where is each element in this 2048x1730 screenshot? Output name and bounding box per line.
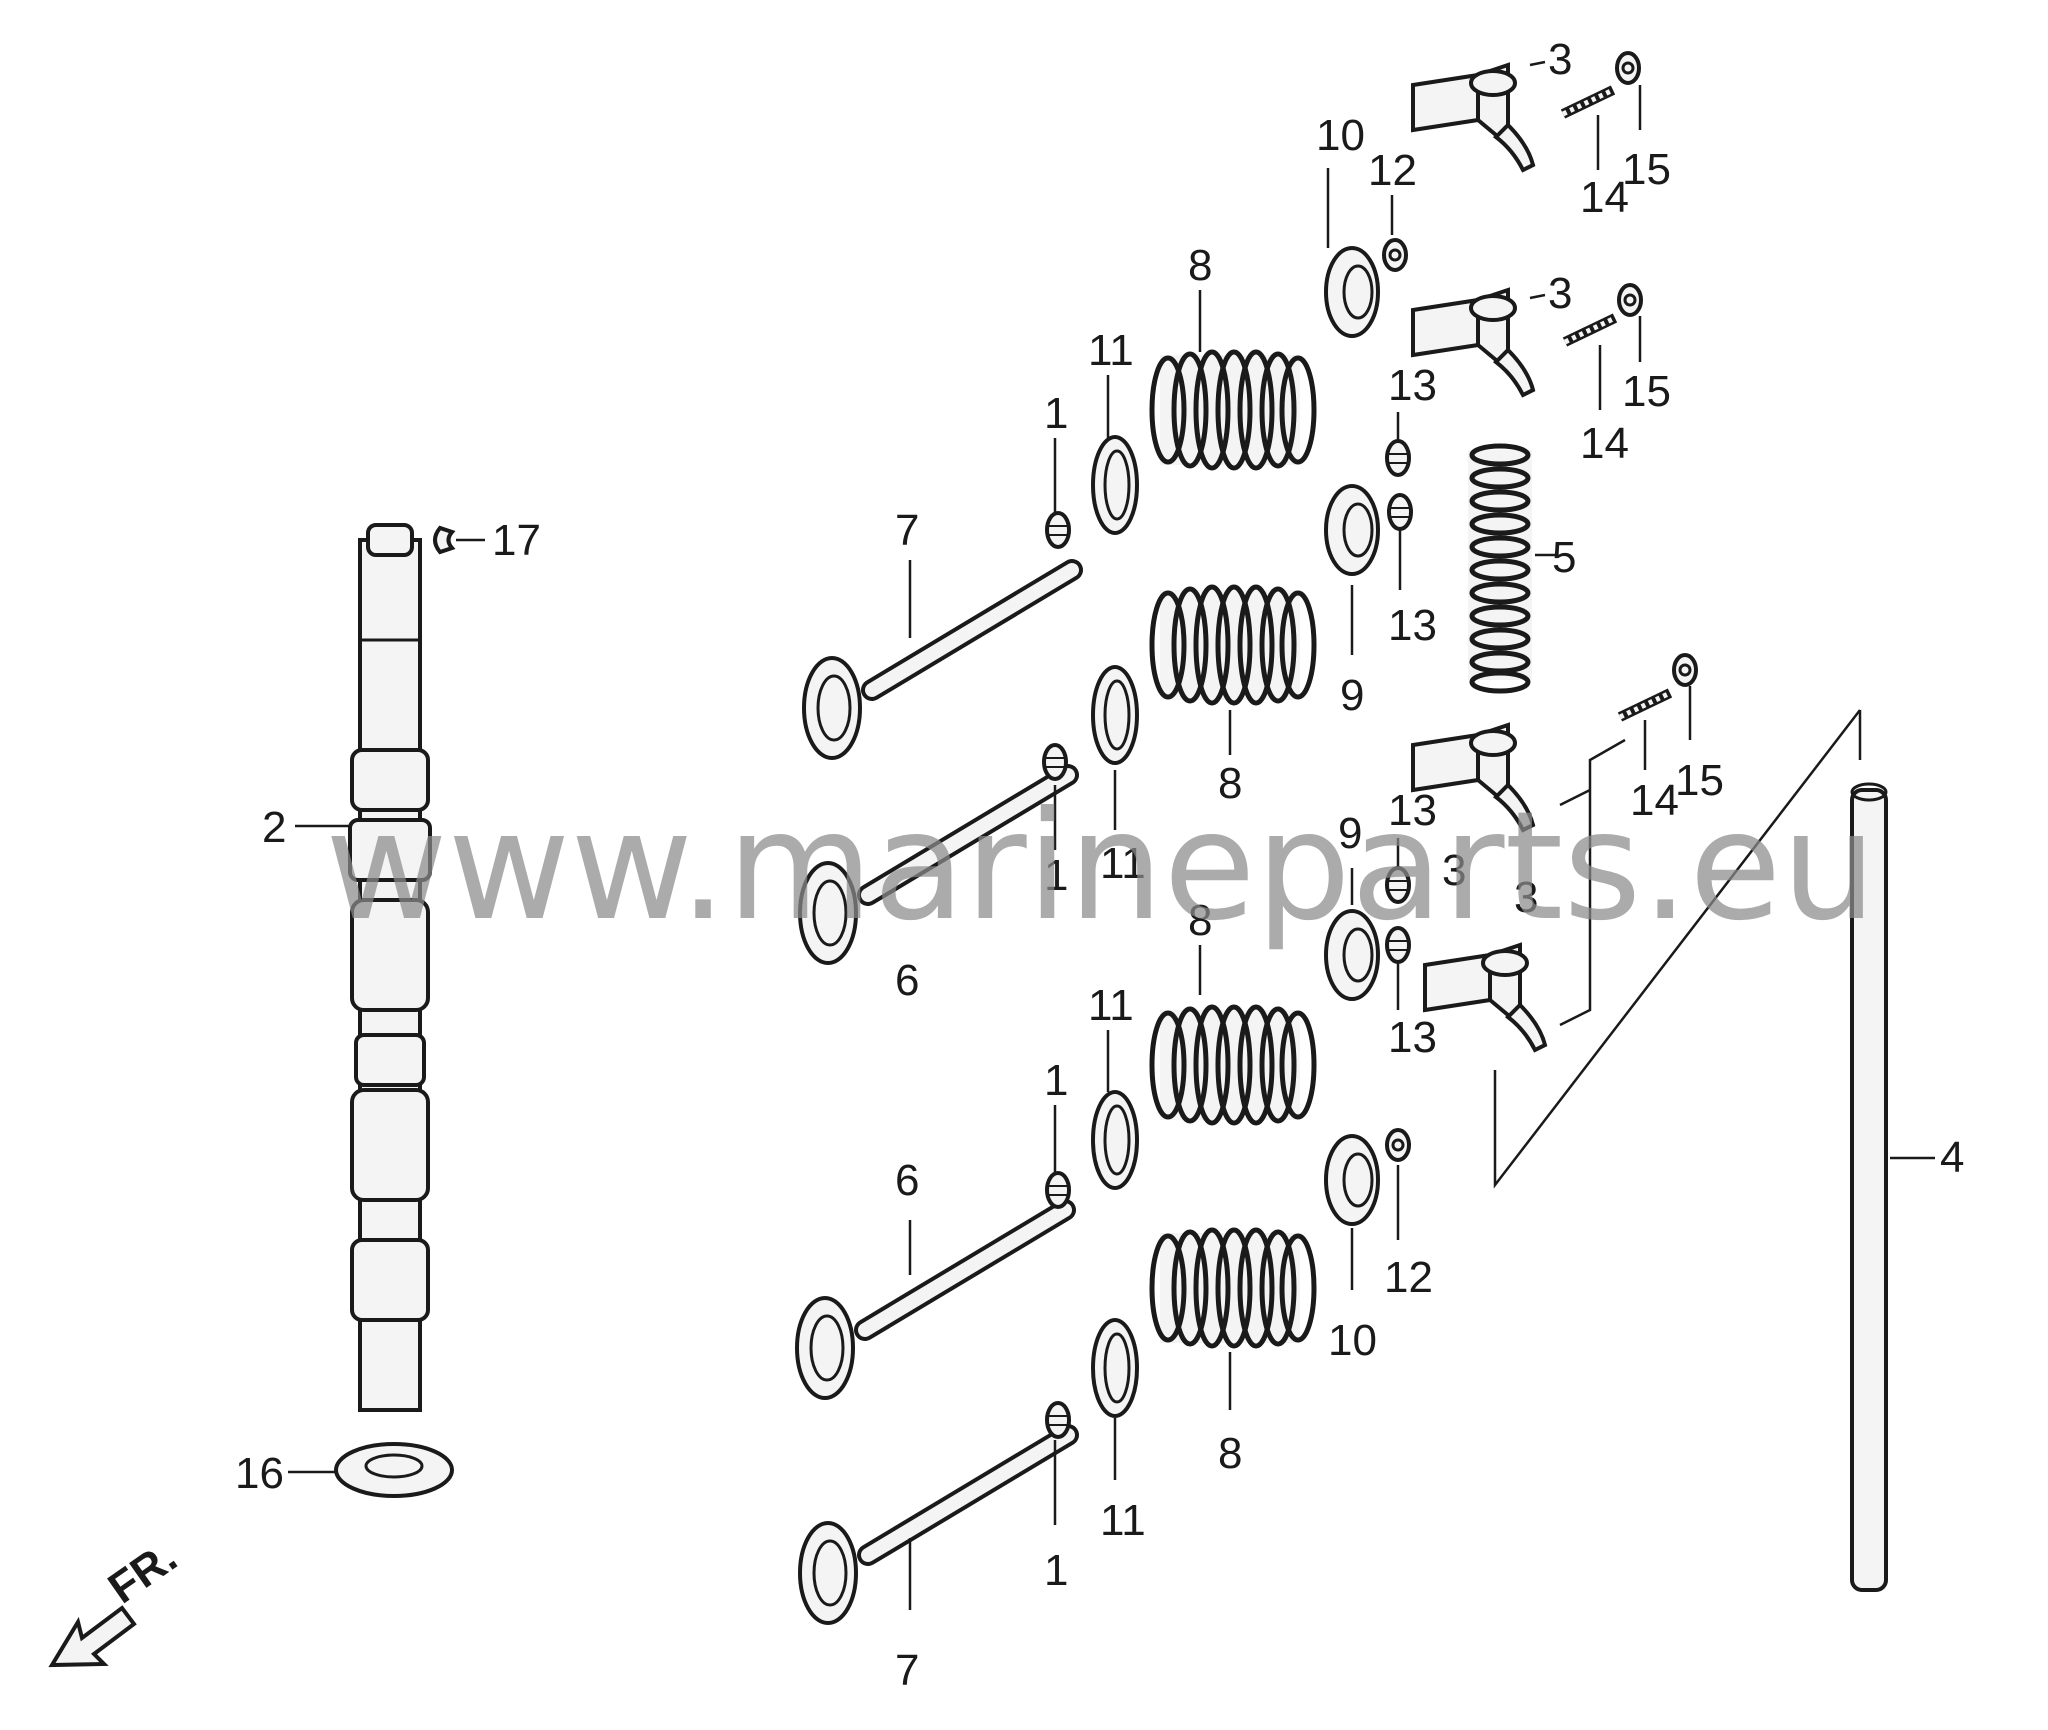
callout-8: 8 (1218, 1429, 1242, 1478)
callout-14: 14 (1580, 419, 1629, 468)
callout-12: 12 (1384, 1253, 1433, 1302)
callout-16: 16 (235, 1449, 284, 1498)
callout-2: 2 (262, 803, 286, 852)
spring-retainer-4 (1324, 1134, 1380, 1226)
lock-nut-3 (1672, 653, 1698, 687)
adjust-screw-1 (1563, 90, 1613, 114)
callout-8: 8 (1218, 759, 1242, 808)
callout-3: 3 (1514, 873, 1538, 922)
valve-seal-2 (1091, 665, 1139, 765)
callout-6: 6 (895, 1156, 919, 1205)
valve-keeper-3 (1045, 1171, 1071, 1209)
callout-8: 8 (1188, 896, 1212, 945)
valve-spring-2 (1152, 587, 1314, 703)
callout-13: 13 (1388, 601, 1437, 650)
cotter-2 (1387, 493, 1413, 531)
callout-15: 15 (1622, 145, 1671, 194)
callout-14: 14 (1580, 173, 1629, 222)
valve-keeper-1 (1045, 511, 1071, 549)
callout-9: 9 (1338, 809, 1362, 858)
callout-11: 11 (1100, 1496, 1146, 1545)
callout-11: 11 (1088, 981, 1134, 1030)
camshaft-clip (433, 525, 456, 555)
rocker-spring (1468, 443, 1532, 694)
front-direction-label: FR. (100, 1532, 186, 1613)
rocker-arm-1 (1411, 63, 1535, 172)
valve-keeper-2 (1042, 743, 1068, 781)
callout-1: 1 (1044, 851, 1068, 900)
callout-1: 1 (1044, 389, 1068, 438)
callout-17: 17 (492, 516, 541, 565)
lock-nut-2 (1617, 283, 1643, 317)
callout-14: 14 (1630, 776, 1679, 825)
callout-8: 8 (1188, 241, 1212, 290)
intake-valve-1 (804, 570, 1072, 758)
watermark: www.marineparts.eu (325, 780, 1877, 954)
callout-7: 7 (895, 506, 919, 555)
rocker-arm-4 (1423, 943, 1547, 1052)
push-rod (1850, 782, 1888, 1592)
valve-spring-1 (1152, 352, 1314, 468)
front-direction-arrow (48, 1605, 137, 1668)
valve-seal-1 (1091, 435, 1139, 535)
camshaft (348, 523, 432, 1412)
callout-15: 15 (1675, 756, 1724, 805)
callouts: 3 3 3 3 10 12 14 15 8 11 13 14 15 1 5 13… (235, 35, 1964, 1695)
cotter-1 (1385, 439, 1411, 477)
exhaust-valve-2 (797, 1210, 1065, 1398)
group-lines (1493, 709, 1862, 1189)
valve-seal-3 (1091, 1090, 1139, 1190)
callout-11: 11 (1100, 839, 1146, 888)
callout-1: 1 (1044, 1056, 1068, 1105)
adjust-screw-3 (1620, 693, 1670, 717)
callout-3: 3 (1548, 269, 1572, 318)
lock-nut-1 (1615, 51, 1641, 85)
collar-2 (1385, 1128, 1411, 1162)
valve-keeper-4 (1045, 1401, 1071, 1439)
callout-13: 13 (1388, 786, 1437, 835)
intake-valve-2 (800, 1435, 1068, 1623)
leader-lines (288, 60, 1935, 1610)
callout-7: 7 (895, 1646, 919, 1695)
collar-1 (1382, 238, 1408, 272)
callout-3: 3 (1442, 846, 1466, 895)
callout-11: 11 (1088, 326, 1134, 375)
callout-10: 10 (1316, 111, 1365, 160)
adjust-screw-2 (1565, 318, 1615, 342)
callout-9: 9 (1340, 671, 1364, 720)
callout-6: 6 (895, 956, 919, 1005)
callout-5: 5 (1552, 533, 1576, 582)
callout-12: 12 (1368, 146, 1417, 195)
valve-seal-4 (1091, 1318, 1139, 1418)
spring-retainer-2 (1324, 484, 1380, 576)
callout-13: 13 (1388, 1013, 1437, 1062)
valve-spring-4 (1152, 1230, 1314, 1346)
callout-13: 13 (1388, 361, 1437, 410)
spring-retainer-1 (1324, 246, 1380, 338)
camshaft-washer (334, 1442, 454, 1498)
callout-10: 10 (1328, 1316, 1377, 1365)
callout-1: 1 (1044, 1546, 1068, 1595)
valve-spring-3 (1152, 1007, 1314, 1123)
callout-3: 3 (1548, 35, 1572, 84)
callout-4: 4 (1940, 1133, 1964, 1182)
callout-15: 15 (1622, 367, 1671, 416)
